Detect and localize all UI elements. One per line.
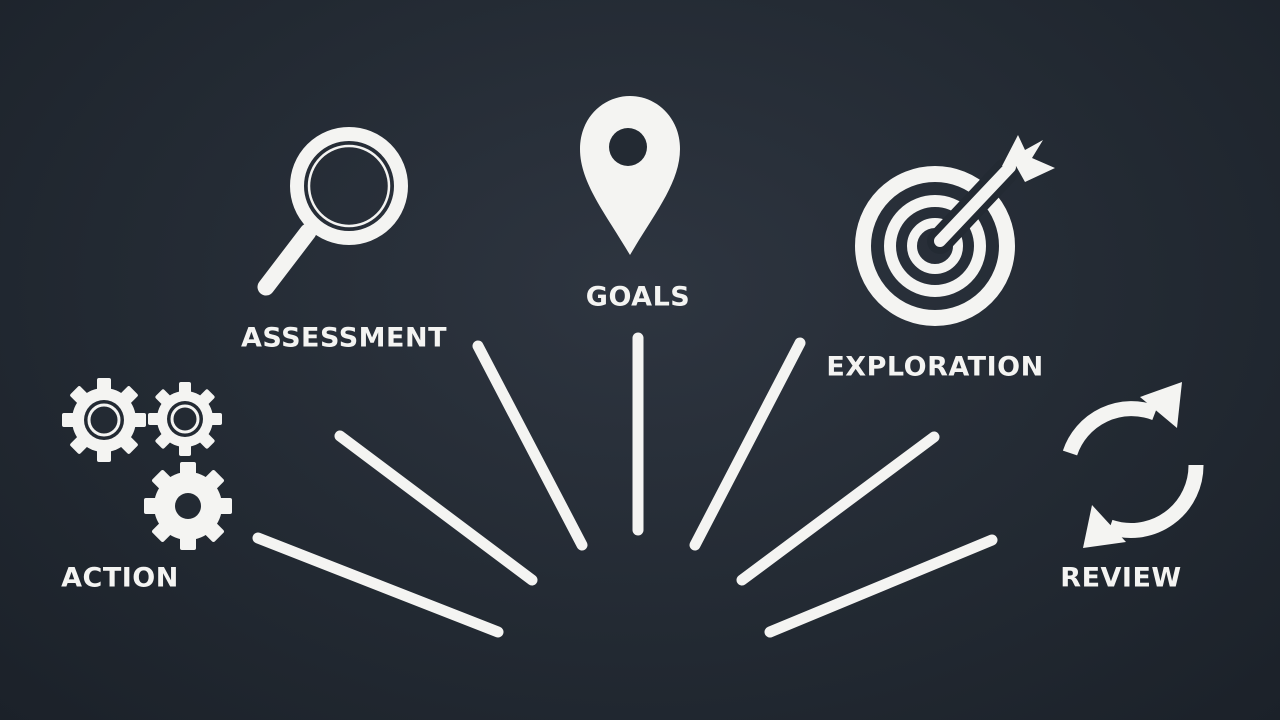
gear-icon-3 [144, 462, 232, 550]
gears-icon [62, 378, 232, 550]
ray-lines [252, 332, 998, 638]
ray-line-6 [736, 431, 940, 586]
ray-line-2 [334, 430, 538, 586]
gear-icon-1 [62, 378, 146, 462]
gear-icon-2 [148, 382, 222, 456]
goals-label: GOALS [585, 281, 691, 313]
refresh-icon [1062, 382, 1204, 548]
exploration-label: EXPLORATION [826, 351, 1044, 383]
magnifier-icon [257, 127, 408, 296]
target-arrow-icon [855, 135, 1055, 326]
ray-line-7 [764, 534, 998, 638]
review-label: REVIEW [1060, 562, 1182, 594]
action-label: ACTION [61, 562, 179, 594]
ray-line-1 [252, 532, 504, 638]
ray-line-3 [472, 340, 588, 551]
assessment-label: ASSESSMENT [240, 322, 448, 354]
map-pin-icon [580, 96, 680, 255]
ray-line-5 [689, 337, 806, 551]
